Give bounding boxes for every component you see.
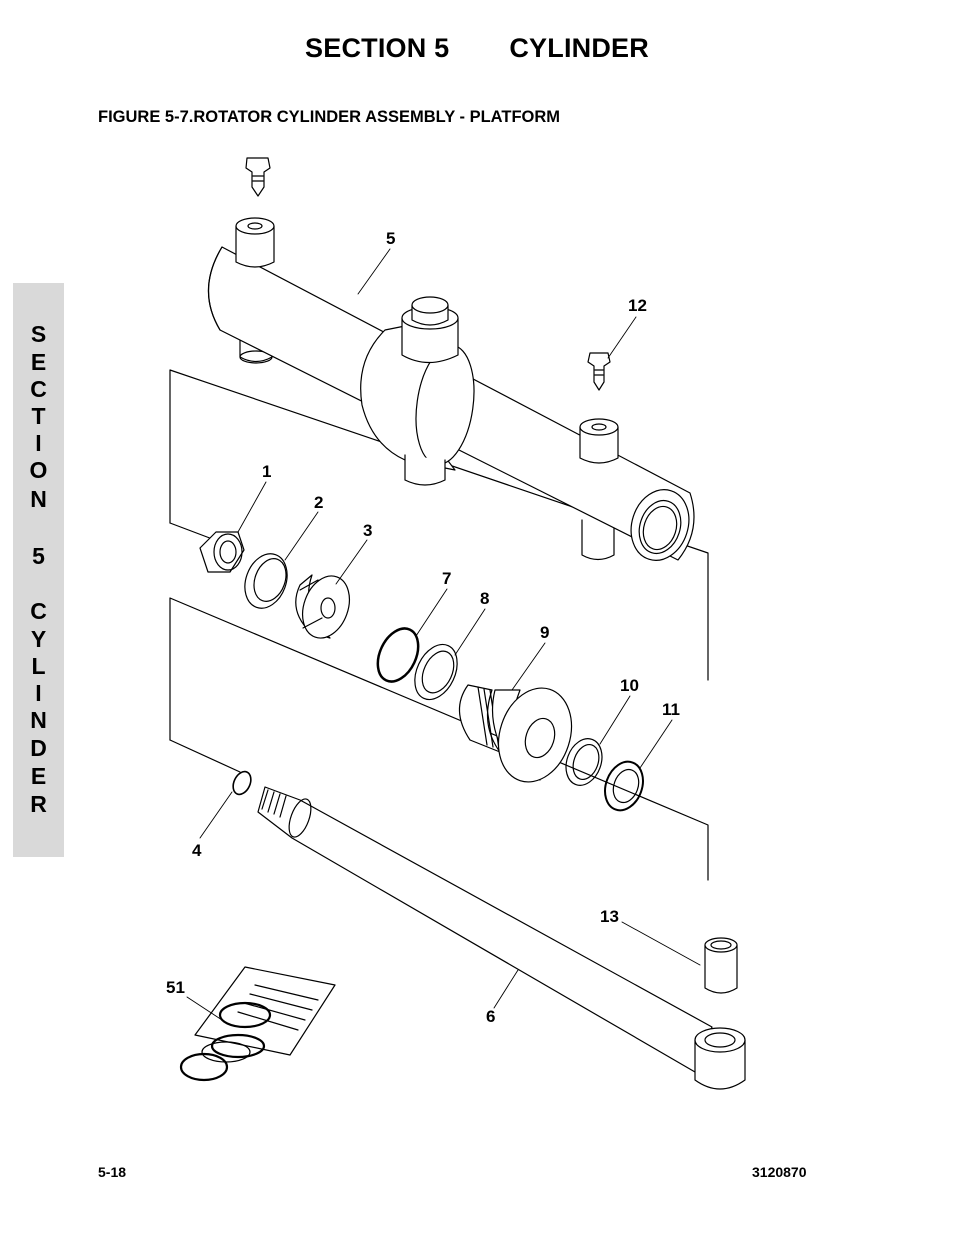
callout-2: 2: [314, 493, 323, 512]
section-title: CYLINDER: [509, 33, 649, 63]
callout-51: 51: [166, 978, 185, 997]
callout-8: 8: [480, 589, 489, 608]
section-side-tab: S E C T I O N 5 C Y L I N D E R: [13, 283, 64, 857]
lock-nut-icon: [199, 531, 245, 573]
wear-ring-icon: [244, 553, 288, 609]
side-tab-char: O: [29, 457, 48, 483]
grease-fitting-right-icon: [587, 352, 611, 391]
document-number: 3120870: [752, 1164, 807, 1180]
side-tab-char: N: [30, 486, 47, 512]
backup-ring-icon: [414, 643, 458, 701]
piston-icon: [295, 574, 350, 639]
callout-13: 13: [600, 907, 619, 926]
callout-5: 5: [386, 229, 395, 248]
callout-9: 9: [540, 623, 549, 642]
side-tab-char: T: [31, 403, 46, 429]
callout-6: 6: [486, 1007, 495, 1026]
side-tab-char: S: [30, 321, 47, 347]
callout-11: 11: [662, 700, 680, 719]
callout-1: 1: [262, 462, 271, 481]
side-tab-char: E: [30, 349, 47, 375]
side-tab-char: Y: [30, 626, 47, 652]
grease-fitting-top-icon: [245, 157, 271, 197]
small-o-ring-icon: [232, 770, 252, 796]
figure-title: FIGURE 5-7.ROTATOR CYLINDER ASSEMBLY - P…: [98, 108, 561, 126]
section-header: SECTION 5 CYLINDER: [0, 33, 954, 64]
o-ring-icon: [376, 627, 420, 683]
side-tab-char: 5: [32, 543, 45, 569]
page-number: 5-18: [98, 1164, 127, 1180]
seal-kit-icon: [179, 966, 336, 1082]
side-tab-char: N: [30, 707, 47, 733]
side-tab-char: D: [30, 735, 47, 761]
cylinder-head-icon: [458, 684, 573, 783]
side-tab-char: E: [30, 763, 47, 789]
side-tab-char: C: [30, 376, 47, 402]
bushing-icon: [704, 937, 738, 994]
callout-12: 12: [628, 296, 647, 315]
callout-leaders: [186, 248, 701, 1021]
side-tab-char: L: [31, 653, 46, 679]
side-tab-char: R: [30, 791, 47, 817]
callout-3: 3: [363, 521, 372, 540]
seal-ring-icon: [565, 738, 603, 786]
piston-rod-icon: [257, 786, 746, 1090]
callout-4: 4: [192, 841, 202, 860]
side-tab-char: I: [35, 680, 42, 706]
side-tab-char: I: [35, 430, 42, 456]
barrel-icon: [207, 217, 695, 561]
wiper-seal-icon: [604, 760, 644, 812]
section-number: SECTION 5: [305, 33, 450, 63]
callout-10: 10: [620, 676, 639, 695]
side-tab-char: C: [30, 598, 47, 624]
callout-7: 7: [442, 569, 451, 588]
